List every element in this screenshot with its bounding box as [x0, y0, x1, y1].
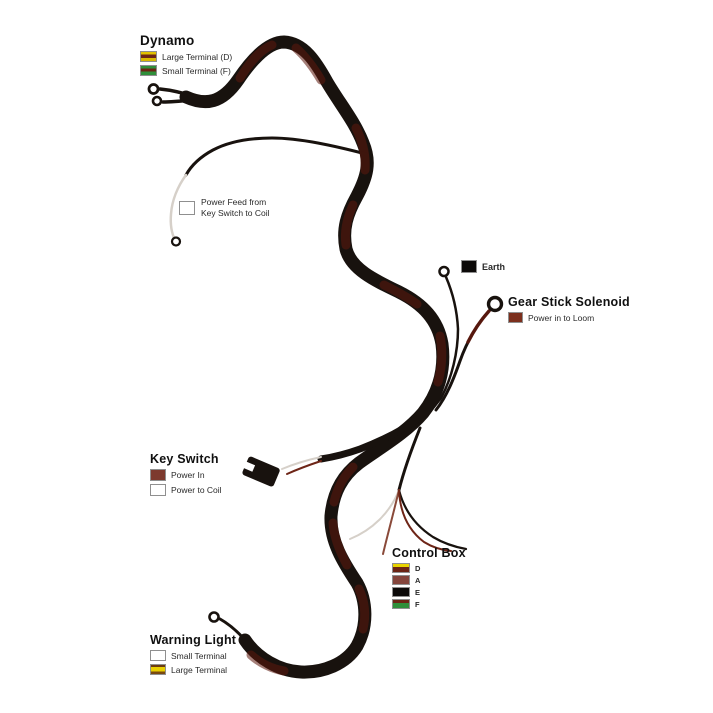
key-switch-connector-notch — [241, 460, 256, 472]
legend-row: F — [392, 599, 466, 609]
dynamo-legend: Dynamo Large Terminal (D) Small Terminal… — [140, 33, 232, 79]
loom-wrap-patch — [354, 584, 370, 634]
warning-light-large-terminal-label: Large Terminal — [171, 664, 228, 675]
dynamo-ring-terminal-small — [151, 95, 163, 107]
loom-wrap-patch — [329, 462, 358, 507]
legend-row: Large Terminal — [150, 664, 236, 675]
legend-row: D — [392, 563, 466, 573]
loom-wrap-group — [235, 40, 447, 676]
power-feed-ring-terminal — [170, 236, 182, 247]
warning-light-small-terminal-label: Small Terminal — [171, 650, 227, 661]
key-switch-title: Key Switch — [150, 452, 219, 466]
dynamo-large-terminal-swatch — [140, 51, 157, 62]
key-switch-wire-red — [286, 460, 322, 475]
ring-terminal-group — [147, 83, 504, 623]
gear-stick-solenoid-legend: Gear Stick Solenoid Power in to Loom — [508, 295, 630, 326]
key-switch-wire-white — [281, 456, 322, 470]
earth-legend: Earth — [461, 260, 505, 276]
key-switch-power-to-coil-swatch — [150, 484, 166, 496]
key-switch-power-in-label: Power In — [171, 470, 205, 480]
loom-wrap-patch — [246, 650, 289, 676]
power-feed-wire-white — [169, 173, 188, 242]
dynamo-large-terminal-label: Large Terminal (D) — [162, 51, 233, 62]
warning-light-ring-terminal — [208, 611, 220, 623]
legend-row: A — [392, 575, 466, 585]
power-feed-legend: Power Feed from Key Switch to Coil — [179, 197, 270, 220]
dynamo-small-terminal-label: Small Terminal (F) — [162, 65, 231, 76]
control-box-wire-red — [398, 489, 452, 552]
warning-light-large-terminal-swatch — [150, 664, 166, 675]
dynamo-wire-small — [161, 98, 194, 104]
legend-row: Earth — [461, 260, 505, 273]
gear-solenoid-power-swatch — [508, 312, 523, 323]
control-box-a-label: A — [415, 575, 421, 585]
control-box-a-swatch — [392, 575, 410, 585]
control-box-d-label: D — [415, 563, 421, 573]
dynamo-small-terminal-swatch — [140, 65, 157, 76]
dynamo-ring-terminal-large — [147, 83, 160, 95]
key-switch-connector — [241, 456, 280, 487]
key-switch-legend: Key Switch Power In Power to Coil — [150, 452, 222, 499]
power-feed-label: Power Feed from Key Switch to Coil — [201, 197, 270, 220]
earth-ring-terminal — [438, 265, 450, 278]
legend-row: Power Feed from Key Switch to Coil — [179, 197, 270, 220]
gear-solenoid-wire-wrap — [466, 309, 491, 344]
control-box-legend: Control Box D A E F — [392, 546, 466, 611]
control-box-bundle — [397, 426, 422, 492]
power-feed-label-line1: Power Feed from — [201, 197, 267, 207]
earth-wire — [428, 275, 460, 414]
power-feed-swatch — [179, 201, 195, 216]
legend-row: Power to Coil — [150, 484, 222, 496]
control-box-wire-white — [349, 489, 400, 540]
legend-row: Small Terminal (F) — [140, 65, 232, 76]
key-switch-power-in-swatch — [150, 469, 166, 481]
dynamo-wire-large — [158, 87, 194, 98]
key-switch-power-to-coil-label: Power to Coil — [171, 485, 222, 495]
control-box-d-swatch — [392, 563, 410, 573]
warning-light-tail-wire — [218, 617, 249, 644]
gear-solenoid-ring-terminal — [486, 295, 504, 313]
dynamo-title: Dynamo — [140, 33, 195, 48]
key-switch-connector-body — [242, 456, 280, 487]
loom-wrap-patch — [433, 331, 447, 387]
white-wire-group — [169, 173, 400, 540]
key-switch-branch-sheath — [317, 412, 426, 463]
loom-wrap-patch — [379, 280, 422, 309]
warning-light-title: Warning Light — [150, 633, 237, 647]
power-feed-wire-black — [184, 136, 368, 177]
loom-wrap-patch — [351, 123, 370, 175]
control-box-wire-brown — [382, 489, 400, 555]
gear-solenoid-power-label: Power in to Loom — [528, 312, 595, 323]
legend-row: Power In — [150, 469, 222, 481]
loom-wrap-patch — [291, 43, 326, 85]
control-box-e-label: E — [415, 587, 421, 597]
legend-row: E — [392, 587, 466, 597]
loom-wrap-patch — [235, 40, 277, 83]
earth-swatch — [461, 260, 477, 273]
control-box-e-swatch — [392, 587, 410, 597]
gear-stick-solenoid-title: Gear Stick Solenoid — [508, 295, 630, 309]
legend-row: Large Terminal (D) — [140, 51, 232, 62]
control-box-title: Control Box — [392, 546, 466, 560]
power-feed-label-line2: Key Switch to Coil — [201, 208, 270, 219]
legend-row: Small Terminal — [150, 650, 236, 661]
loom-wrap-patch — [340, 200, 358, 250]
warning-light-legend: Warning Light Small Terminal Large Termi… — [150, 633, 236, 678]
warning-light-small-terminal-swatch — [150, 650, 166, 661]
control-box-wire-black — [397, 488, 468, 551]
legend-row: Power in to Loom — [508, 312, 630, 323]
control-box-f-label: F — [415, 599, 420, 609]
control-box-f-swatch — [392, 599, 410, 609]
loom-wrap-patch — [328, 518, 352, 570]
earth-label: Earth — [482, 261, 506, 272]
